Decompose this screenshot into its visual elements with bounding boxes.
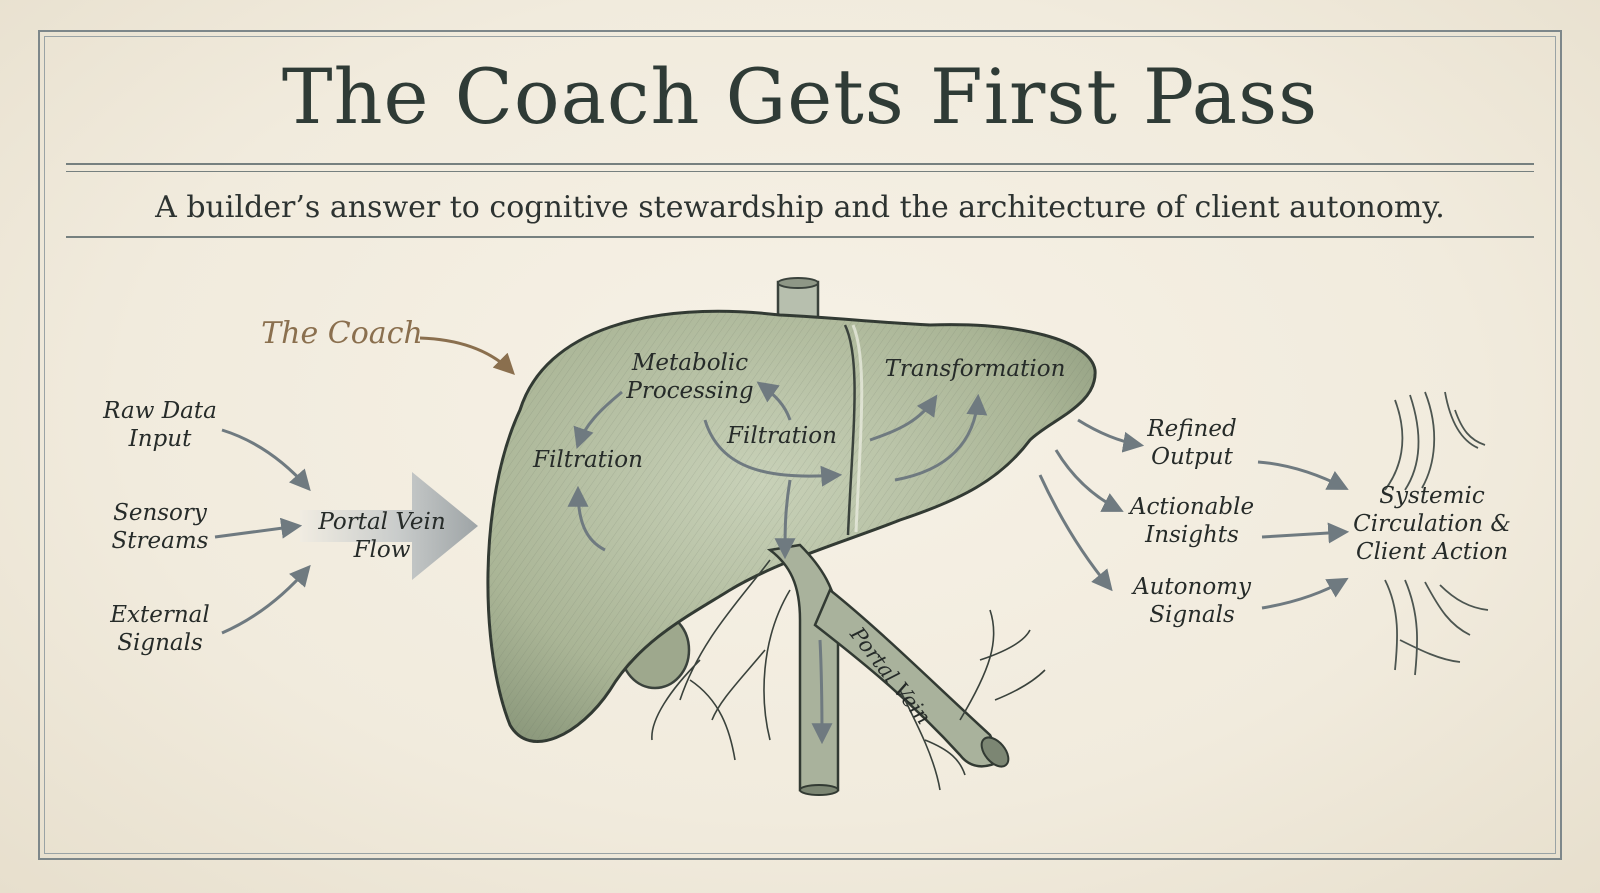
refined-to-systemic-arrow — [1257, 460, 1349, 490]
portal-flow-label-line1: Portal Vein — [317, 509, 445, 535]
actionable-insights-label-line2: Insights — [1144, 522, 1239, 548]
title-rule-thin — [66, 171, 1534, 172]
raw-data-label-line2: Input — [128, 426, 192, 452]
raw-data-arrow — [221, 428, 311, 492]
portal-vein-trunk — [766, 543, 840, 792]
systemic-label-line3: Client Action — [1356, 539, 1508, 565]
processing-arrows — [567, 381, 988, 745]
autonomy-signals-label-line1: Autonomy — [1131, 574, 1252, 600]
sensory-streams-arrow — [214, 517, 303, 539]
autonomy-signals-arrow — [1038, 474, 1113, 592]
systemic-label-line2: Circulation & — [1353, 511, 1511, 537]
metabolic-label-line2: Processing — [625, 378, 753, 404]
portal-flow-arrow — [300, 472, 478, 580]
subtitle-rule — [66, 236, 1534, 238]
sensory-streams-label-line1: Sensory — [113, 500, 208, 526]
sensory-streams-label-line2: Streams — [112, 528, 209, 554]
transformation-label: Transformation — [885, 356, 1066, 382]
falciform-ligament — [843, 324, 856, 536]
filtration-center-label: Filtration — [726, 423, 837, 449]
insights-to-systemic-arrow — [1261, 522, 1350, 544]
refined-output-label-line1: Refined — [1146, 416, 1236, 442]
page-title: The Coach Gets First Pass — [281, 52, 1319, 141]
portal-flow-label-line2: Flow — [353, 537, 411, 563]
systemic-label-line1: Systemic — [1379, 483, 1485, 509]
filtration-left-label: Filtration — [532, 447, 643, 473]
inner-frame — [44, 36, 1556, 854]
branching-vessels — [651, 559, 1046, 791]
external-signals-label-line2: Signals — [117, 630, 203, 656]
metabolic-label-line1: Metabolic — [631, 350, 748, 376]
portal-vein-branch — [813, 587, 1004, 768]
coach-label: The Coach — [261, 316, 423, 351]
page-subtitle: A builder’s answer to cognitive stewards… — [155, 190, 1445, 225]
external-signals-label-line1: External — [109, 602, 210, 628]
title-rule-top — [66, 163, 1534, 165]
autonomy-signals-label-line2: Signals — [1149, 602, 1235, 628]
raw-data-label-line1: Raw Data — [102, 398, 217, 424]
refined-output-arrow — [1077, 418, 1145, 453]
systemic-vessel-sketch — [1384, 391, 1489, 676]
external-signals-arrow — [221, 564, 311, 635]
actionable-insights-arrow — [1054, 449, 1124, 512]
actionable-insights-label-line1: Actionable — [1128, 494, 1254, 520]
coach-pointer-arrow — [419, 336, 515, 375]
autonomy-to-systemic-arrow — [1261, 577, 1349, 610]
refined-output-label-line2: Output — [1151, 444, 1233, 470]
outer-frame — [38, 30, 1562, 860]
